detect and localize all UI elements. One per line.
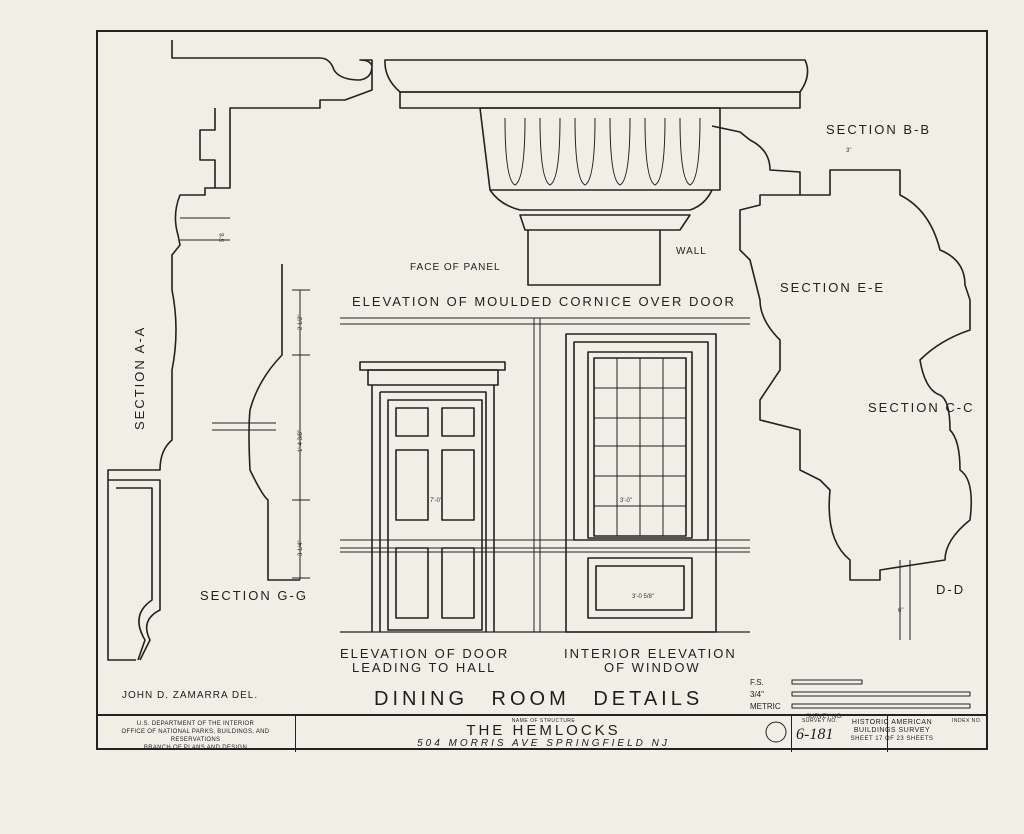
svg-text:SURVEY NO.: SURVEY NO. <box>806 714 843 720</box>
window-elevation-label-2: OF WINDOW <box>604 660 701 675</box>
svg-text:3'-0": 3'-0" <box>620 498 632 504</box>
svg-text:2 1/2": 2 1/2" <box>298 315 304 330</box>
structure-name: THE HEMLOCKS <box>466 722 621 739</box>
cornice-elevation-label: ELEVATION OF MOULDED CORNICE OVER DOOR <box>352 294 736 309</box>
svg-text:6": 6" <box>898 608 903 614</box>
seal-cell <box>792 716 888 752</box>
section-cc-label: SECTION C-C <box>868 400 975 415</box>
wall-label: WALL <box>676 246 707 257</box>
svg-text:7'-0": 7'-0" <box>430 498 442 504</box>
survey-caption: SURVEY NO. <box>802 718 838 724</box>
index-caption: INDEX NO. <box>952 718 983 724</box>
habs-line-1: HISTORIC AMERICAN <box>851 719 933 726</box>
structure-address: 504 MORRIS AVE SPRINGFIELD NJ <box>417 738 670 749</box>
section-bb-cc-profile <box>711 125 973 581</box>
door-elevation-label-2: LEADING TO HALL <box>352 660 497 675</box>
agency-cell: U.S. DEPARTMENT OF THE INTERIOR OFFICE O… <box>96 716 296 752</box>
door-elevation <box>359 361 506 371</box>
cornice-capital <box>384 59 809 93</box>
door-elevation-label-1: ELEVATION OF DOOR <box>340 646 510 661</box>
agency-line-1: U.S. DEPARTMENT OF THE INTERIOR <box>136 721 255 727</box>
habs-line-2: BUILDINGS SURVEY <box>853 727 931 734</box>
scale-three-quarter: 3/4" <box>750 690 764 699</box>
scale-fs: F.S. <box>750 678 764 687</box>
section-aa-profile <box>107 40 373 661</box>
svg-text:1'-4 3/8": 1'-4 3/8" <box>298 430 304 452</box>
section-aa-label: SECTION A-A <box>132 325 147 430</box>
habs-block: HISTORIC AMERICAN BUILDINGS SURVEY SHEET… <box>844 719 940 743</box>
agency-line-2: OFFICE OF NATIONAL PARKS, BUILDINGS, AND… <box>121 729 270 743</box>
sheet-of: SHEET 17 OF 23 SHEETS <box>850 736 934 742</box>
section-gg-profile <box>248 264 300 581</box>
delineator: JOHN D. ZAMARRA DEL. <box>122 690 259 701</box>
section-gg-label: SECTION G-G <box>200 588 308 603</box>
name-caption: NAME OF STRUCTURE <box>511 718 576 724</box>
face-of-panel-label: FACE OF PANEL <box>410 262 501 273</box>
svg-text:3 1/4": 3 1/4" <box>298 541 304 556</box>
agency-line-3: BRANCH OF PLANS AND DESIGN <box>143 745 248 751</box>
survey-number: 6-181 <box>796 726 834 743</box>
svg-text:3'-0 5/8": 3'-0 5/8" <box>632 594 654 600</box>
structure-cell: NAME OF STRUCTURE THE HEMLOCKS 504 MORRI… <box>296 716 792 752</box>
scale-metric: METRIC <box>750 702 781 711</box>
svg-text:3": 3" <box>846 148 851 154</box>
section-ee-label: SECTION E-E <box>780 280 886 295</box>
svg-text:5"8: 5"8 <box>220 233 226 242</box>
section-dd-label: D-D <box>936 582 966 597</box>
sheet-border <box>96 30 988 750</box>
sheet-title: DINING ROOM DETAILS <box>374 688 704 710</box>
window-elevation-label-1: INTERIOR ELEVATION <box>564 646 737 661</box>
window-elevation <box>565 333 717 633</box>
title-block: U.S. DEPARTMENT OF THE INTERIOR OFFICE O… <box>96 714 988 752</box>
section-bb-label: SECTION B-B <box>826 122 932 137</box>
